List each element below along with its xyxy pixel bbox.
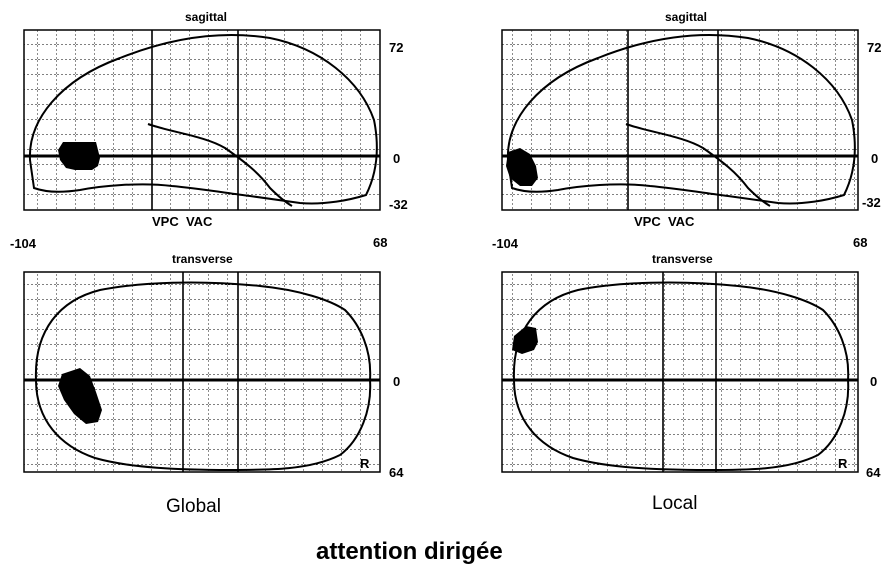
global-transverse-label-zero: 0 <box>393 374 401 389</box>
local-sagittal-label-top: 72 <box>867 40 882 55</box>
global-condition-label: Global <box>166 496 221 517</box>
local-x-min-label: -104 <box>492 236 519 251</box>
local-sagittal-label-bottom: -32 <box>862 195 881 210</box>
local-sagittal-label-zero: 0 <box>871 151 879 166</box>
local-transverse-view <box>501 271 859 473</box>
local-sagittal-title: sagittal <box>665 10 708 24</box>
activation-blob <box>512 326 538 354</box>
global-side-marker: R <box>360 456 370 471</box>
local-transverse-label-zero: 0 <box>870 374 878 389</box>
global-sagittal-title: sagittal <box>185 10 228 24</box>
activation-blob <box>506 148 538 186</box>
global-transverse-title: transverse <box>172 252 233 266</box>
activation-blob <box>58 142 100 170</box>
local-landmarks-label: VPC VAC <box>634 214 695 229</box>
activation-blob <box>58 368 102 424</box>
local-sagittal-view <box>501 29 859 211</box>
local-side-marker: R <box>838 456 848 471</box>
global-sagittal-label-top: 72 <box>389 40 404 55</box>
global-transverse-label-bottom: 64 <box>389 465 404 480</box>
local-x-max-label: 68 <box>853 235 868 250</box>
local-transverse-label-bottom: 64 <box>866 465 881 480</box>
local-transverse-title: transverse <box>652 252 713 266</box>
local-condition-label: Local <box>652 493 698 514</box>
figure-caption: attention dirigée <box>316 538 503 565</box>
global-transverse-view <box>23 271 381 473</box>
global-sagittal-label-zero: 0 <box>393 151 401 166</box>
global-landmarks-label: VPC VAC <box>152 214 213 229</box>
global-x-min-label: -104 <box>10 236 37 251</box>
global-x-max-label: 68 <box>373 235 388 250</box>
sylvian-fissure <box>147 123 293 207</box>
sylvian-fissure <box>625 123 771 207</box>
global-sagittal-view <box>23 29 381 211</box>
global-sagittal-label-bottom: -32 <box>389 197 408 212</box>
